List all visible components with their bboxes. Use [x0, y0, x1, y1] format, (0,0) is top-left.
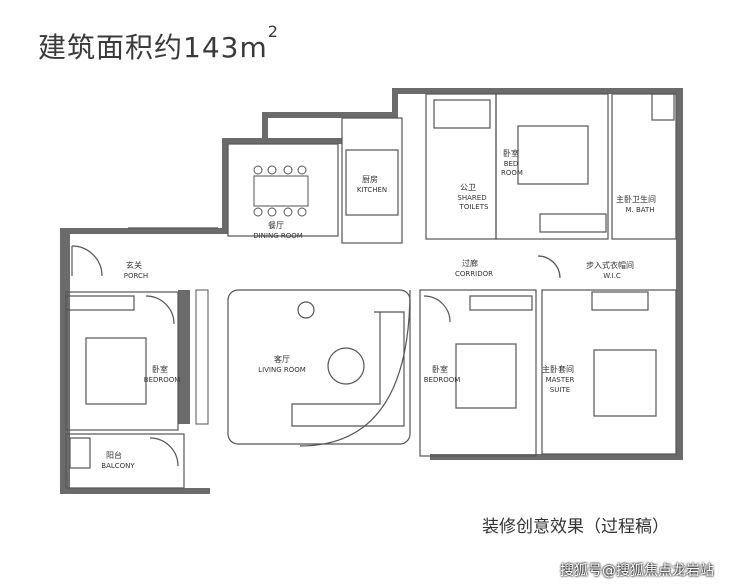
living-room-sofa: [291, 311, 405, 427]
dining-room-label-en: DINING ROOM: [253, 232, 303, 240]
living-room-label-cn: 客厅: [274, 354, 290, 364]
corridor-label-en: CORRIDOR: [455, 270, 493, 278]
wall-dining-left: [222, 138, 228, 234]
area-title-text: 建筑面积约143m: [38, 31, 268, 64]
shared-toilet-label-en2: TOILETS: [459, 203, 489, 211]
left-bedroom-outline: [65, 291, 179, 431]
balcony-laundry: [69, 437, 91, 469]
balcony-outline: [65, 433, 185, 489]
left-bedroom-wardrobe: [65, 295, 135, 311]
left-bedroom-label-cn: 卧室: [152, 364, 168, 374]
corridor-label-cn: 过廊: [462, 258, 478, 268]
kitchen-label-en: KITCHEN: [357, 186, 387, 194]
master-bath-outline: [611, 93, 677, 240]
shared-toilet-label-en1: SHARED: [457, 194, 486, 202]
middle-bedroom-outline: [419, 289, 537, 457]
exterior-walls: [60, 88, 683, 494]
left-bedroom-bed: [85, 337, 147, 405]
corridor-door-swing: [537, 255, 561, 279]
wall-porch-top: [60, 228, 222, 234]
wall-toilet-step: [392, 88, 398, 118]
wic-closet: [591, 291, 649, 311]
dining-room-outline: [227, 143, 339, 237]
master-suite-label-en1: MASTER: [546, 376, 575, 384]
living-room-curve: [299, 289, 411, 447]
wall-dining-top: [222, 138, 342, 144]
living-room-label-en: LIVING ROOM: [258, 366, 306, 374]
master-bath-label-en: M. BATH: [625, 206, 654, 214]
dining-chair: [297, 207, 307, 217]
dining-table-set: [253, 165, 309, 217]
wall-top: [392, 88, 682, 94]
wall-dining-bay: [262, 112, 268, 142]
wic-label-cn: 步入式衣帽间: [586, 260, 634, 270]
master-bed: [593, 349, 657, 417]
left-bedroom-door-swing: [145, 295, 175, 325]
dining-chair: [283, 207, 293, 217]
wall-right: [676, 88, 683, 460]
top-bedroom-label-en1: BED: [504, 160, 519, 168]
master-suite-label-en2: SUITE: [550, 386, 570, 394]
top-bedroom-outline: [495, 93, 609, 240]
wic-label-en: W.I.C: [603, 272, 621, 280]
living-room-outline: [227, 289, 411, 445]
shared-toilet-label-cn: 公卫: [460, 183, 476, 192]
kitchen-outline: [341, 117, 403, 244]
dining-table: [253, 175, 309, 207]
bathtub: [433, 99, 491, 129]
balcony-label-cn: 阳台: [106, 450, 122, 460]
master-bath-shower: [651, 93, 675, 121]
wall-bedroom-left-right: [178, 290, 190, 424]
middle-bedroom-wardrobe: [469, 295, 533, 311]
watermark-text: 搜狐号@搜狐焦点龙岩站: [560, 563, 714, 579]
coffee-table: [327, 347, 365, 385]
room-labels: 餐厅 DINING ROOM 厨房 KITCHEN 公卫 SHARED TOIL…: [101, 148, 656, 470]
middle-bedroom-door-swing: [423, 295, 451, 323]
dining-chair: [267, 165, 277, 175]
shared-toilet-outline: [425, 93, 497, 240]
balcony-door-swing: [149, 437, 179, 467]
master-suite-outline: [541, 289, 677, 455]
wall-left: [60, 228, 70, 493]
wall-bottom-right: [520, 454, 683, 460]
dining-chair: [297, 165, 307, 175]
middle-bedroom-label-en: BEDROOM: [424, 376, 461, 384]
wall-kitchen-top: [262, 112, 394, 118]
master-bath-label-cn: 主卧卫生间: [616, 194, 656, 204]
dining-chair: [267, 207, 277, 217]
top-bedroom-label-cn: 卧室: [503, 148, 519, 158]
left-bedroom-label-en: BEDROOM: [144, 376, 181, 384]
master-suite-label-cn: 主卧套间: [542, 364, 574, 374]
porch-label-en: PORCH: [124, 272, 148, 280]
kitchen-counter: [345, 149, 399, 216]
rendering-caption: 装修创意效果（过程稿）: [482, 517, 669, 537]
wall-bottom-left: [60, 488, 210, 494]
balcony-label-en: BALCONY: [101, 462, 135, 470]
dining-room-label-cn: 餐厅: [268, 221, 284, 230]
armchair: [297, 301, 315, 319]
dining-chair: [253, 207, 263, 217]
top-bedroom-wardrobe: [539, 213, 607, 233]
wall-bottom-mid: [430, 454, 524, 460]
area-title-superscript: 2: [267, 22, 279, 41]
top-bedroom-label-en2: ROOM: [501, 169, 523, 177]
middle-bedroom-bed: [455, 343, 517, 409]
kitchen-label-cn: 厨房: [362, 174, 378, 184]
middle-bedroom-label-cn: 卧室: [432, 364, 448, 374]
area-title: 建筑面积约143m2: [38, 22, 279, 66]
top-bed: [517, 125, 589, 185]
porch-label-cn: 玄关: [126, 260, 142, 270]
dining-chair: [253, 165, 263, 175]
wall-bedroom-column: [195, 289, 209, 425]
porch-door-swing: [71, 245, 103, 277]
interior-partitions: [65, 93, 677, 489]
dining-chair: [283, 165, 293, 175]
